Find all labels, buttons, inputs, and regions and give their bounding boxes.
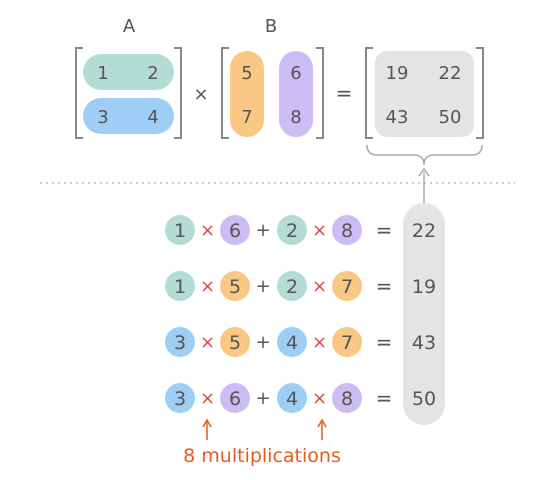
- expansion-result: 43: [412, 332, 436, 354]
- times-sign: ×: [312, 332, 327, 353]
- matrix-a-row-2-pill: [83, 98, 174, 134]
- matrix-a-row-1-pill: [83, 54, 174, 90]
- matrix-a: A 1 2 3 4: [75, 16, 182, 139]
- term-value: 4: [286, 388, 298, 410]
- result-curly-brace: [366, 144, 483, 166]
- term-value: 3: [174, 388, 186, 410]
- term-circle: [165, 327, 195, 357]
- term-circle: [277, 271, 307, 301]
- term-circle: [220, 215, 250, 245]
- times-sign: ×: [312, 388, 327, 409]
- term-value: 4: [286, 332, 298, 354]
- term-value: 5: [229, 276, 241, 298]
- term-value: 2: [286, 276, 298, 298]
- matrix-b-col-2-pill: [279, 51, 313, 137]
- result-cell: 19: [386, 63, 409, 84]
- connector-arrowhead: [418, 167, 430, 177]
- term-circle: [165, 215, 195, 245]
- term-circle: [220, 271, 250, 301]
- plus-sign: +: [255, 332, 270, 353]
- matrix-a-label: A: [123, 16, 136, 37]
- term-value: 8: [341, 220, 353, 242]
- term-value: 2: [286, 220, 298, 242]
- term-circle: [277, 215, 307, 245]
- expansion-result: 19: [412, 276, 436, 298]
- equals-operator: =: [336, 81, 353, 105]
- term-value: 6: [229, 220, 241, 242]
- term-value: 1: [174, 220, 186, 242]
- matrix-b-cell: 8: [290, 107, 301, 128]
- term-circle: [165, 271, 195, 301]
- matrix-b-cell: 5: [241, 63, 252, 84]
- result-column-background: [403, 203, 445, 425]
- expansion-rows: 1 6 × 2 8 × + = 22 1 5 × 2 7 × + = 19 3 5 × 4 7 × + = 43 3 6 × 4 8 × + = 50: [165, 167, 445, 440]
- equals-sign: =: [376, 274, 393, 298]
- plus-sign: +: [255, 220, 270, 241]
- times-operator: ×: [193, 84, 208, 105]
- term-value: 6: [229, 388, 241, 410]
- plus-sign: +: [255, 276, 270, 297]
- result-cell: 50: [439, 107, 462, 128]
- term-value: 5: [229, 332, 241, 354]
- matrix-b-label: B: [265, 16, 277, 37]
- term-circle: [220, 327, 250, 357]
- matrix-b: B 5 7 6 8: [221, 16, 324, 139]
- times-sign: ×: [200, 276, 215, 297]
- times-sign: ×: [200, 332, 215, 353]
- equals-sign: =: [376, 386, 393, 410]
- result-right-bracket: [476, 47, 484, 139]
- matrix-a-cell: 3: [97, 107, 108, 128]
- times-sign: ×: [200, 388, 215, 409]
- term-circle: [332, 327, 362, 357]
- term-circle: [332, 215, 362, 245]
- matrix-b-left-bracket: [221, 47, 229, 139]
- matrix-b-cell: 6: [290, 63, 301, 84]
- term-circle: [277, 383, 307, 413]
- matrix-b-right-bracket: [316, 47, 324, 139]
- term-circle: [332, 383, 362, 413]
- matrix-b-cell: 7: [241, 107, 252, 128]
- result-cell: 43: [386, 107, 409, 128]
- result-left-bracket: [365, 47, 373, 139]
- matrix-a-left-bracket: [75, 47, 83, 139]
- times-sign: ×: [312, 220, 327, 241]
- equals-sign: =: [376, 218, 393, 242]
- expansion-result: 50: [412, 388, 436, 410]
- times-sign: ×: [200, 220, 215, 241]
- matrix-a-cell: 1: [97, 63, 108, 84]
- term-value: 7: [341, 332, 353, 354]
- result-matrix: 19 22 43 50: [365, 47, 484, 166]
- result-cell: 22: [439, 63, 462, 84]
- times-sign: ×: [312, 276, 327, 297]
- result-background: [375, 51, 474, 137]
- annotation-arrowhead: [317, 418, 327, 428]
- matrix-b-col-1-pill: [230, 51, 264, 137]
- term-circle: [220, 383, 250, 413]
- annotation-text: 8 multiplications: [183, 445, 341, 467]
- annotation-arrowhead: [202, 418, 212, 428]
- term-circle: [165, 383, 195, 413]
- term-value: 8: [341, 388, 353, 410]
- matrix-a-right-bracket: [174, 47, 182, 139]
- matrix-a-cell: 4: [147, 107, 158, 128]
- term-circle: [277, 327, 307, 357]
- equals-sign: =: [376, 330, 393, 354]
- term-value: 7: [341, 276, 353, 298]
- term-value: 1: [174, 276, 186, 298]
- matrix-a-cell: 2: [147, 63, 158, 84]
- plus-sign: +: [255, 388, 270, 409]
- expansion-result: 22: [412, 220, 436, 242]
- term-circle: [332, 271, 362, 301]
- term-value: 3: [174, 332, 186, 354]
